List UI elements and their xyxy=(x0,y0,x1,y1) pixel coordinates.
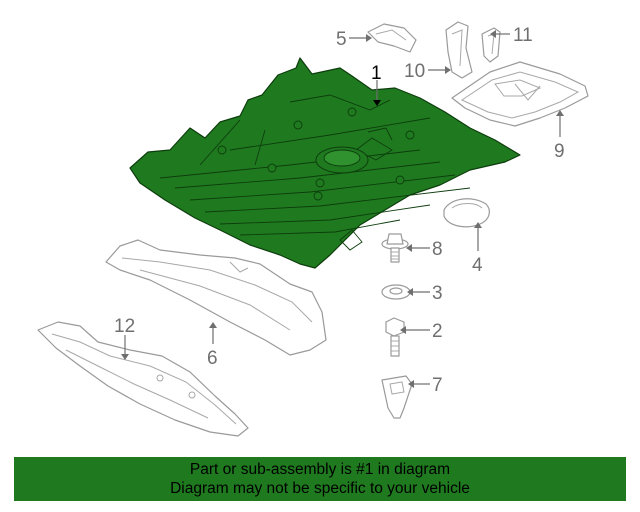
leader-arrowheads xyxy=(121,30,564,388)
part-8-bolt[interactable] xyxy=(381,233,409,263)
callout-2: 2 xyxy=(432,321,443,342)
notice-line-1: Part or sub-assembly is #1 in diagram xyxy=(189,461,451,478)
part-6-front-shield[interactable] xyxy=(105,239,327,356)
callout-12: 12 xyxy=(114,316,135,337)
notice-banner: Part or sub-assembly is #1 in diagram Di… xyxy=(14,457,626,501)
part-4-cap[interactable] xyxy=(443,198,490,228)
part-1-underbody-shield[interactable] xyxy=(129,57,521,269)
part-5-bracket[interactable] xyxy=(367,23,417,53)
part-2-bolt[interactable] xyxy=(385,317,405,357)
callout-1: 1 xyxy=(371,63,382,84)
callout-6: 6 xyxy=(207,348,218,369)
callout-10: 10 xyxy=(404,61,425,82)
notice-line-2: Diagram may not be specific to your vehi… xyxy=(170,480,470,497)
part-7-clip[interactable] xyxy=(381,375,413,419)
part-3-washer[interactable] xyxy=(381,284,411,300)
part-9-side-shield[interactable] xyxy=(451,61,589,127)
callout-5: 5 xyxy=(336,29,347,50)
parts-diagram: 1 5 10 11 9 4 8 3 2 7 6 12 xyxy=(37,21,589,437)
part-12-deflector[interactable] xyxy=(37,321,249,437)
callout-9: 9 xyxy=(554,141,565,162)
leader-lines xyxy=(124,33,561,385)
callout-4: 4 xyxy=(472,255,483,276)
part-11-bracket[interactable] xyxy=(481,27,501,63)
callout-11: 11 xyxy=(513,25,533,46)
part-10-bracket[interactable] xyxy=(445,21,473,79)
callout-8: 8 xyxy=(432,239,443,260)
callout-7: 7 xyxy=(432,375,443,396)
callout-3: 3 xyxy=(432,283,443,304)
